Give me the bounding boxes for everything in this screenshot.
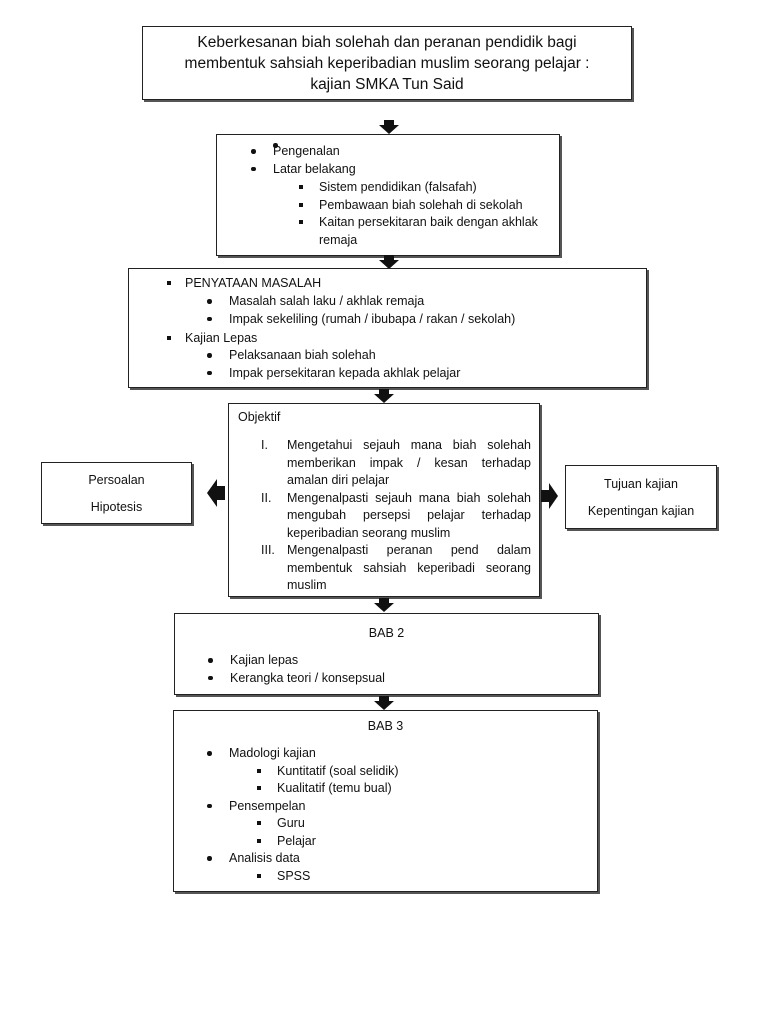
hypothesis-label: Hipotesis <box>90 500 143 514</box>
arrow-down-icon <box>379 255 399 269</box>
chapter-3-box: BAB 3 Madologi kajian Kuntitatif (soal s… <box>173 710 598 892</box>
sub-list-item: Pelaksanaan biah solehah <box>205 347 460 365</box>
purpose-label: Tujuan kajian <box>604 477 678 491</box>
list-item: Kajian Lepas <box>165 330 257 348</box>
sub-list-item: Pembawaan biah solehah di sekolah <box>297 197 553 215</box>
arrow-down-icon <box>374 598 394 612</box>
sub-list-item: SPSS <box>205 868 585 886</box>
list-item: Madologi kajian <box>205 745 585 763</box>
list-item: Kerangka teori / konsepsual <box>206 670 385 688</box>
sub-list-item: Impak sekeliling (rumah / ibubapa / raka… <box>205 311 515 329</box>
introduction-box: Pengenalan Latar belakang Sistem pendidi… <box>216 134 560 256</box>
chapter-2-box: BAB 2 Kajian lepas Kerangka teori / kons… <box>174 613 599 695</box>
list-item: Analisis data <box>205 850 585 868</box>
chapter-2-title: BAB 2 <box>368 626 405 640</box>
list-item: Kajian lepas <box>206 652 385 670</box>
arrow-right-icon <box>541 483 558 509</box>
sub-list-item: Sistem pendidikan (falsafah) <box>297 179 553 197</box>
significance-label: Kepentingan kajian <box>587 504 695 518</box>
list-item: Latar belakang <box>249 161 356 179</box>
objective-item: III. Mengenalpasti peranan pend dalam me… <box>261 543 531 592</box>
questions-label: Persoalan <box>88 473 145 487</box>
title-line-2: membentuk sahsiah keperibadian muslim se… <box>184 54 590 72</box>
sub-list-item: Masalah salah laku / akhlak remaja <box>205 293 515 311</box>
sub-list-item: Kualitatif (temu bual) <box>205 780 585 798</box>
problem-statement-box: PENYATAAN MASALAH Masalah salah laku / a… <box>128 268 647 388</box>
sub-list-item: Pelajar <box>205 833 585 851</box>
sub-list-item: Kaitan persekitaran baik dengan akhlak r… <box>297 214 553 249</box>
objective-item: I. Mengetahui sejauh mana biah solehah m… <box>261 438 531 487</box>
sub-list-item: Kuntitatif (soal selidik) <box>205 763 585 781</box>
research-questions-box: Persoalan Hipotesis <box>41 462 192 524</box>
list-item: Pensempelan <box>205 798 585 816</box>
arrow-left-icon <box>207 479 225 507</box>
list-item: Pengenalan <box>249 143 356 161</box>
arrow-down-icon <box>374 696 394 710</box>
chapter-3-title: BAB 3 <box>367 719 404 733</box>
objectives-box: Objektif I. Mengetahui sejauh mana biah … <box>228 403 540 597</box>
title-box: Keberkesanan biah solehah dan peranan pe… <box>142 26 632 100</box>
list-item: PENYATAAN MASALAH <box>165 275 321 293</box>
title-line-1: Keberkesanan biah solehah dan peranan pe… <box>197 33 577 51</box>
objective-item: II. Mengenalpasti sejauh mana biah soleh… <box>261 490 531 540</box>
objectives-title: Objektif <box>238 410 281 424</box>
title-line-3: kajian SMKA Tun Said <box>310 75 464 93</box>
arrow-down-icon <box>374 389 394 403</box>
arrow-down-icon <box>379 120 399 134</box>
research-purpose-box: Tujuan kajian Kepentingan kajian <box>565 465 717 529</box>
sub-list-item: Impak persekitaran kepada akhlak pelajar <box>205 365 460 383</box>
sub-list-item: Guru <box>205 815 585 833</box>
